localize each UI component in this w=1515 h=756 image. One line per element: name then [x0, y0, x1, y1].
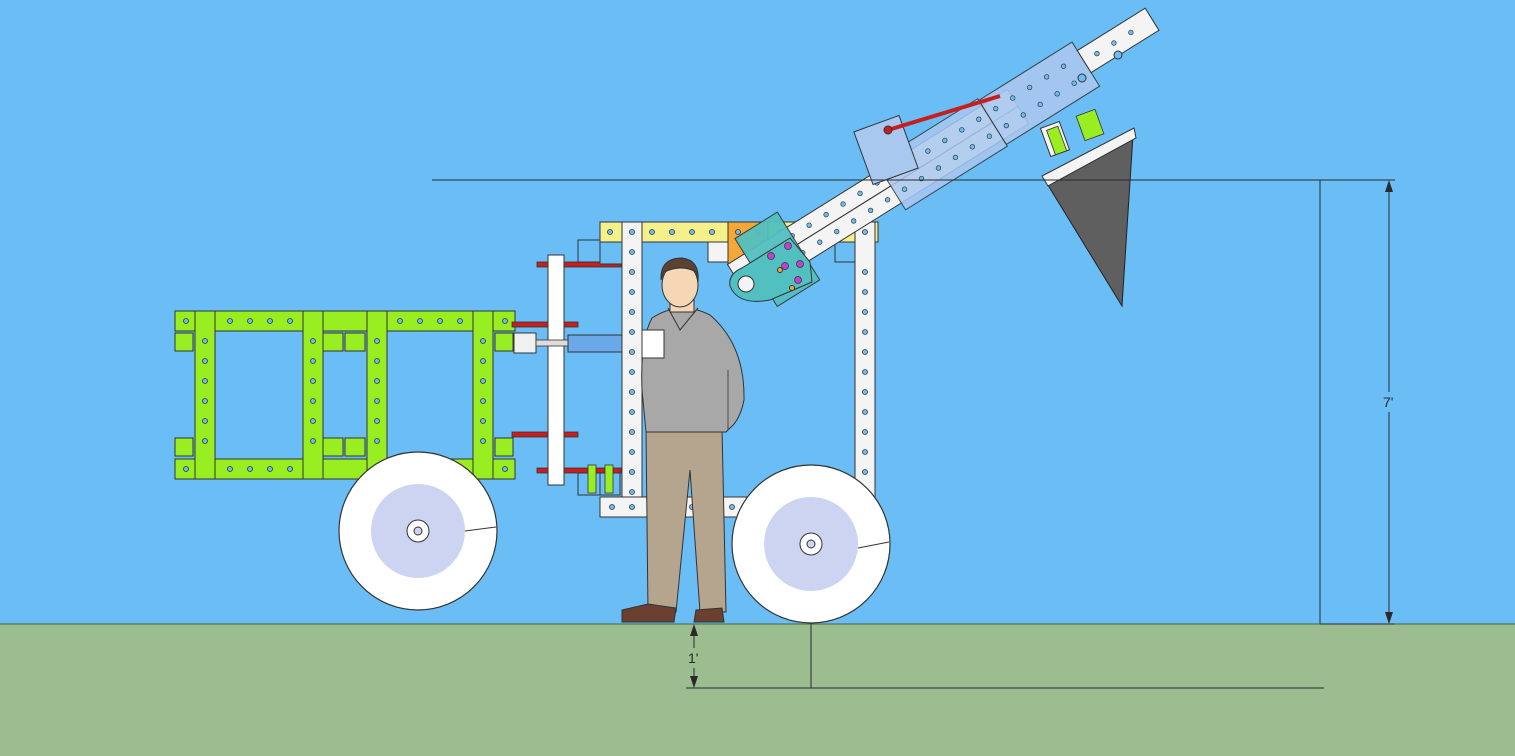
- wrist-joint: [1039, 50, 1123, 158]
- rear-wheel-icon: [338, 451, 498, 611]
- front-wheel-icon: [731, 464, 891, 624]
- height-dimension-label: 7': [1383, 394, 1393, 410]
- red-rod: [887, 94, 1001, 132]
- bucket-icon: [1041, 127, 1137, 308]
- depth-dimension-label: 1': [688, 650, 698, 666]
- person-figure-icon: [621, 257, 745, 623]
- lift-arm: [726, 7, 1160, 308]
- upper-bracket: [853, 114, 919, 186]
- height-label-bg: [1380, 392, 1398, 412]
- ground: [0, 624, 1515, 756]
- depth-label-bg: [686, 648, 702, 668]
- hydraulic-cylinder-icon: [513, 332, 629, 354]
- trailer-frame: [174, 310, 516, 480]
- pivot-plate: [729, 237, 813, 302]
